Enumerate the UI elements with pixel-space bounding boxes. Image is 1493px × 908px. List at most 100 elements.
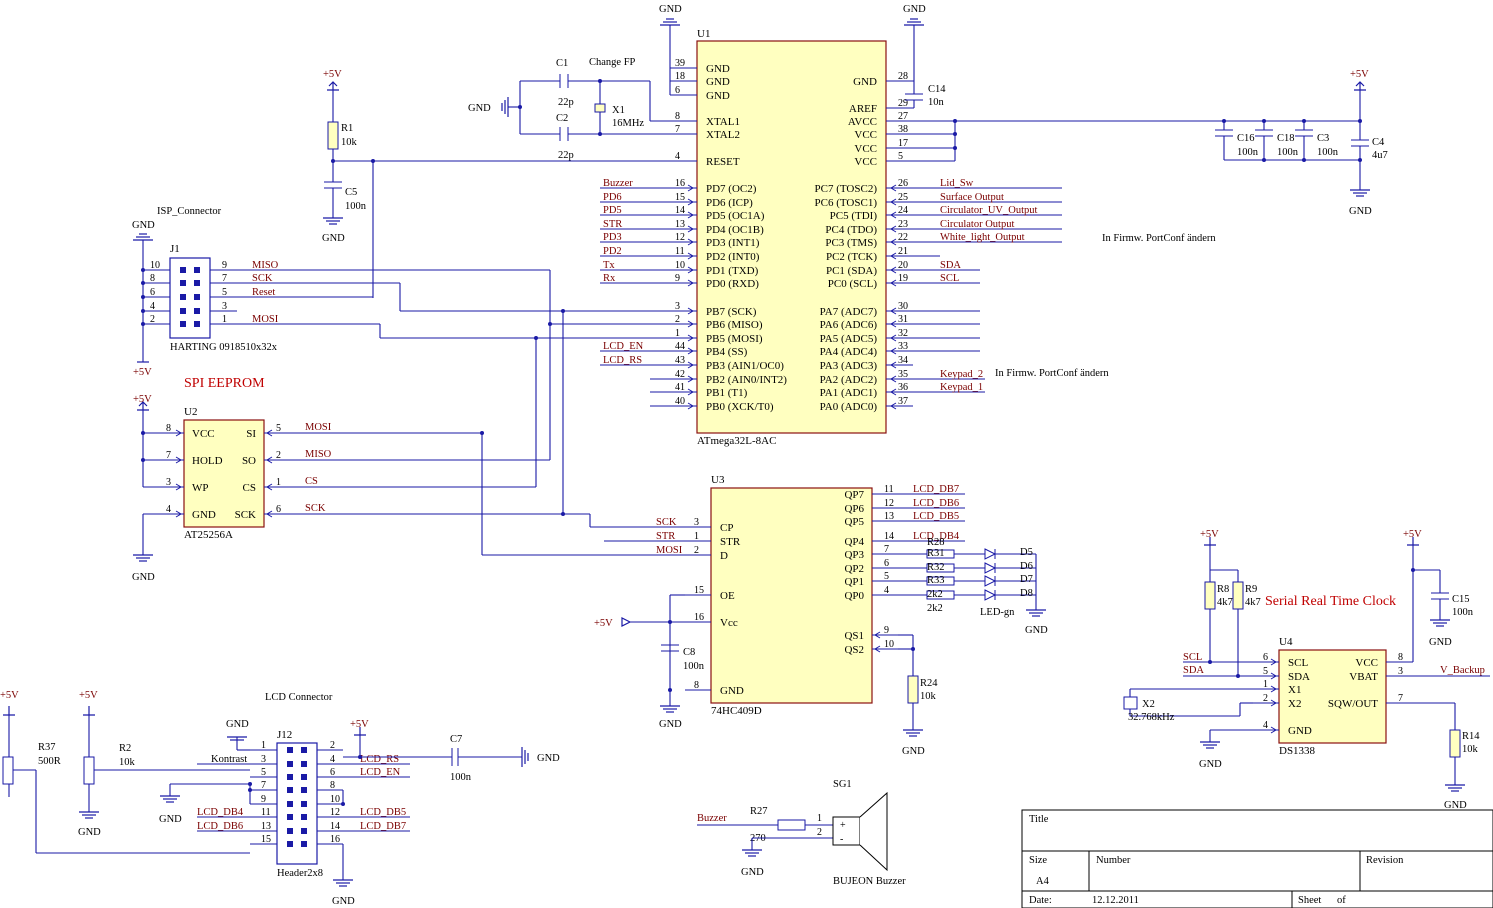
gnd-label: GND (332, 896, 355, 907)
u1-pin-number: 19 (898, 273, 908, 284)
net-label: PD6 (603, 192, 622, 203)
u1-pin-number: 3 (675, 301, 680, 312)
u1-pin-name: PD6 (ICP) (706, 197, 753, 209)
led-ref: D6 (1020, 561, 1033, 572)
gnd-label: GND (132, 572, 155, 583)
size-value: A4 (1036, 876, 1050, 887)
u1-pin-name: GND (706, 90, 730, 102)
u1-pin-number: 33 (898, 341, 908, 352)
j12-pin-number: 16 (330, 834, 340, 845)
vcc-label: +5V (350, 719, 369, 730)
date-value: 12.12.2011 (1092, 895, 1139, 906)
u4-pin-number: 8 (1398, 652, 1403, 663)
gnd-label: GND (902, 746, 925, 757)
u3-pin-name: QP7 (844, 489, 864, 501)
u3-pin-number: 7 (884, 544, 889, 555)
u1-pin-number: 34 (898, 355, 908, 366)
u3-pin-name: GND (720, 685, 744, 697)
u2-part: AT25256A (184, 529, 233, 541)
u3-pin-name: Vcc (720, 617, 738, 629)
u1-pin-number: 2 (675, 314, 680, 325)
sg1-designator: SG1 (833, 779, 852, 790)
vcc-label: +5V (594, 618, 613, 629)
u3-pin-number: 3 (694, 517, 699, 528)
r9-val: 4k7 (1245, 597, 1261, 608)
c2-val: 22p (558, 150, 574, 161)
net-label: Keypad_2 (940, 369, 983, 380)
resistor-ref: R32 (927, 562, 945, 573)
vcc-label: +5V (323, 69, 342, 80)
u3-pin-number: 14 (884, 531, 894, 542)
u1-pin-name: PC4 (TDO) (825, 224, 877, 236)
j12-pin-pad (287, 828, 293, 834)
gnd-u1-top: GND (659, 4, 697, 96)
u2-pin-name: WP (192, 482, 209, 494)
net-label: Lid_Sw (940, 178, 974, 189)
j12-pin-number: 8 (330, 780, 335, 791)
u1-pin-number: 42 (675, 369, 685, 380)
gnd-label: GND (741, 867, 764, 878)
u1-pin-name: PB7 (SCK) (706, 306, 757, 318)
u3-pin-number: 16 (694, 612, 704, 623)
u1-pin-name: PC0 (SCL) (828, 278, 878, 290)
c14-ref: C14 (928, 84, 946, 95)
u1-pin-name: XTAL1 (706, 116, 740, 128)
of-label: of (1337, 895, 1346, 906)
u1-pin-number: 10 (675, 260, 685, 271)
u1-pin-name: PD2 (INT0) (706, 251, 760, 263)
u3-part: 74HC409D (711, 705, 762, 717)
u4-pin-name: VBAT (1349, 671, 1378, 683)
u1-pin-number: 21 (898, 246, 908, 257)
j1-pin-pad (194, 267, 200, 273)
j12-pin-pad (287, 787, 293, 793)
j1-net-label: SCK (252, 273, 273, 284)
u3-pin-number: 9 (884, 625, 889, 636)
r37-val: 500R (38, 756, 61, 767)
u3-pin-name: QS1 (844, 630, 864, 642)
net-label: LCD_RS (603, 355, 642, 366)
u1-pin-name: PB1 (T1) (706, 387, 748, 399)
u1-pin-name: PA1 (ADC1) (820, 387, 878, 399)
u3-pin-name: OE (720, 590, 735, 602)
j1-pin-number: 10 (150, 260, 160, 271)
j12-designator: J12 (277, 729, 292, 741)
u3-pin-name: D (720, 550, 728, 562)
gnd-label: GND (226, 719, 249, 730)
gnd-label: GND (903, 4, 926, 15)
u2-pin-number: 1 (276, 477, 281, 488)
u1-pin-name: PC6 (TOSC1) (815, 197, 878, 209)
u2-pin-name: SI (246, 428, 256, 440)
u1-pin-name: PC1 (SDA) (826, 265, 877, 277)
crystal-circuit: Change FP C1 22p C2 22p X1 16MHz GND (468, 57, 697, 161)
net-label: LCD_EN (603, 341, 644, 352)
u4-pin-name: VCC (1355, 657, 1378, 669)
u2-pin-number: 6 (276, 504, 281, 515)
pin-arrow (687, 252, 694, 260)
net-label: Circulator_UV_Output (940, 205, 1037, 216)
j12-pin-pad (287, 841, 293, 847)
u3-net-label: SCK (656, 517, 677, 528)
x2-val: 32.768kHz (1128, 712, 1175, 723)
j1-pin-pad (194, 280, 200, 286)
vcc-label: +5V (79, 690, 98, 701)
size-label: Size (1029, 855, 1047, 866)
j12-pin-pad (287, 814, 293, 820)
u1-designator: U1 (697, 28, 710, 40)
u2-pin-name: SO (242, 455, 256, 467)
led-diode (984, 589, 997, 601)
u1-pin-name: PA7 (ADC7) (820, 306, 878, 318)
u1-pin-number: 43 (675, 355, 685, 366)
c5-val: 100n (345, 201, 367, 212)
r24-val: 10k (920, 691, 937, 702)
scl-net: SCL (1183, 652, 1202, 663)
gnd-label: GND (322, 233, 345, 244)
u1-pin-number: 36 (898, 382, 908, 393)
j12-pin-number: 10 (330, 794, 340, 805)
u1-pin-number: 29 (898, 98, 908, 109)
u4-pin-number: 7 (1398, 693, 1403, 704)
svg-text:+: + (840, 820, 846, 831)
number-label: Number (1096, 855, 1131, 866)
j1-pin-number: 2 (150, 314, 155, 325)
